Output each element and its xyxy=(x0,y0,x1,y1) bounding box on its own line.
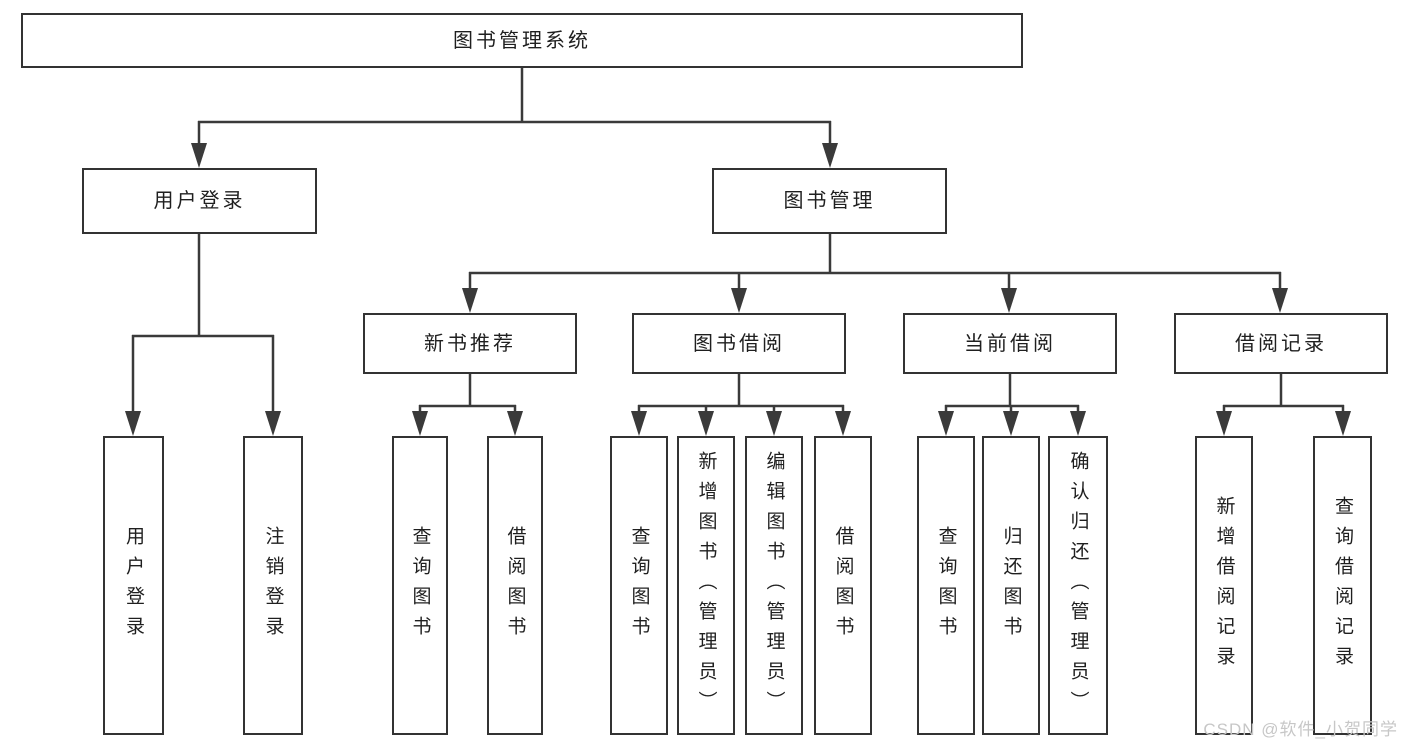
leaf-confirm-return-admin: 确认归还（管理员） xyxy=(1048,436,1108,735)
connector-current-borrowing xyxy=(938,374,1086,436)
node-borrowing-records: 借阅记录 xyxy=(1174,313,1388,374)
leaf-add-books-admin: 新增图书（管理员） xyxy=(677,436,735,735)
node-book-management: 图书管理 xyxy=(712,168,947,234)
connector-user-login xyxy=(125,234,281,436)
node-book-borrowing: 图书借阅 xyxy=(632,313,846,374)
leaf-add-borrow-record: 新增借阅记录 xyxy=(1195,436,1253,735)
leaf-borrow-books-recommend: 借阅图书 xyxy=(487,436,543,735)
leaf-query-books-current: 查询图书 xyxy=(917,436,975,735)
connector-root xyxy=(191,68,838,168)
leaf-logout-login: 注销登录 xyxy=(243,436,303,735)
connector-borrowing-records xyxy=(1216,374,1351,436)
leaf-user-login: 用户登录 xyxy=(103,436,164,735)
leaf-edit-books-admin: 编辑图书（管理员） xyxy=(745,436,803,735)
leaf-return-books: 归还图书 xyxy=(982,436,1040,735)
connector-book-management xyxy=(462,234,1288,313)
node-user-login: 用户登录 xyxy=(82,168,317,234)
leaf-query-books-borrow: 查询图书 xyxy=(610,436,668,735)
connector-new-book-recommendation xyxy=(412,374,523,436)
node-current-borrowing: 当前借阅 xyxy=(903,313,1117,374)
node-new-book-recommendation: 新书推荐 xyxy=(363,313,577,374)
leaf-borrow-books-borrow: 借阅图书 xyxy=(814,436,872,735)
leaf-query-books-recommend: 查询图书 xyxy=(392,436,448,735)
connector-book-borrowing xyxy=(631,374,851,436)
leaf-query-borrow-record: 查询借阅记录 xyxy=(1313,436,1372,735)
watermark: CSDN @软件_小贺同学 xyxy=(1203,720,1398,739)
node-library-management-system: 图书管理系统 xyxy=(21,13,1023,68)
